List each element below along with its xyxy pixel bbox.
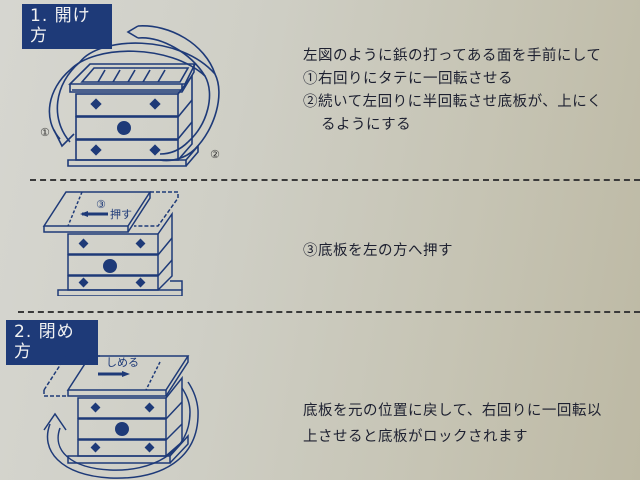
open-instruction-step2-cont: るようにする bbox=[321, 117, 412, 133]
section-divider bbox=[18, 311, 640, 313]
close-label: しめる bbox=[106, 356, 139, 369]
close-instructions: 底板を元の位置に戻して、右回りに一回転以 上させると底板がロックされます bbox=[303, 398, 602, 450]
open-instruction-line: 左図のように鋲の打ってある面を手前にして bbox=[303, 48, 602, 64]
push-label: 押す bbox=[110, 207, 132, 221]
close-instruction-line: 上させると底板がロックされます bbox=[303, 429, 528, 445]
box-rotation-illustration: ① ② bbox=[40, 25, 220, 167]
box-push-illustration: ③ 押す bbox=[42, 191, 183, 296]
open-instruction-step2: ②続いて左回りに半回転させ底板が、上にく bbox=[303, 94, 602, 110]
step3-marker: ③ bbox=[96, 198, 106, 211]
close-instruction-line: 底板を元の位置に戻して、右回りに一回転以 bbox=[303, 403, 602, 419]
push-instructions: ③底板を左の方へ押す bbox=[303, 240, 453, 263]
push-instruction-step3: ③底板を左の方へ押す bbox=[303, 243, 453, 259]
figure-close-rotation: しめる bbox=[40, 350, 200, 480]
open-instruction-step1: ①右回りにタテに一回転させる bbox=[303, 71, 513, 87]
figure-open-rotation: ① ② bbox=[10, 14, 220, 174]
step1-marker: ① bbox=[40, 126, 50, 139]
figure-push-bottom: ③ 押す bbox=[40, 186, 190, 296]
box-close-illustration: しめる bbox=[43, 355, 199, 479]
section-divider bbox=[30, 179, 640, 181]
open-instructions: 左図のように鋲の打ってある面を手前にして ①右回りにタテに一回転させる ②続いて… bbox=[303, 45, 602, 137]
step2-marker: ② bbox=[210, 148, 220, 161]
section-title-open: 1. 開け方 bbox=[22, 4, 112, 49]
section-title-close: 2. 閉め方 bbox=[6, 320, 98, 365]
